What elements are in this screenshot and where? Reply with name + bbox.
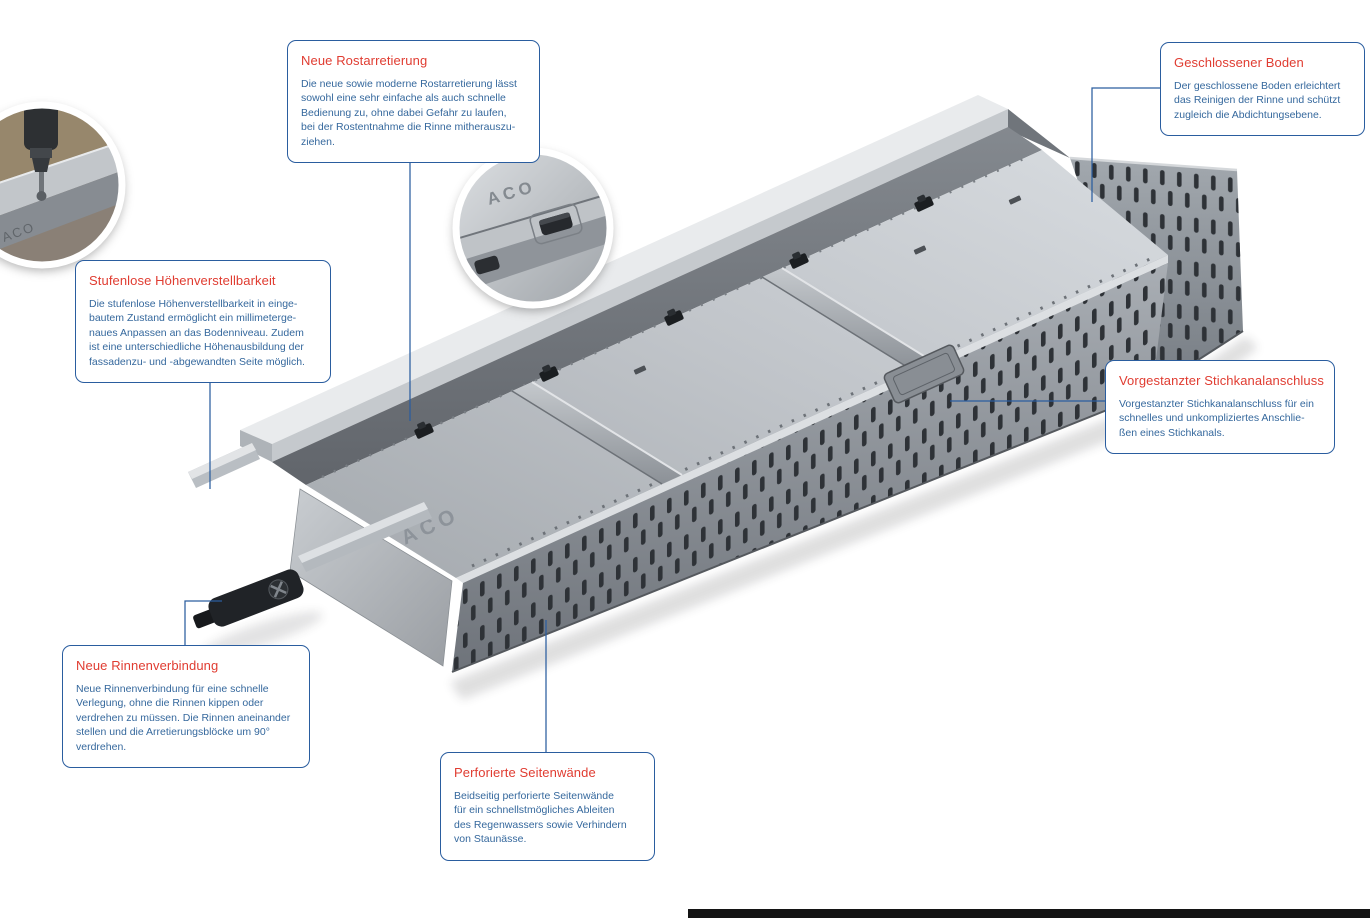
front-flange [456, 255, 1168, 583]
callout-body: Vorgestanzter Stichkanalanschluss für ei… [1119, 398, 1314, 439]
crossbar-1 [511, 381, 683, 485]
callout-hoehenverstellbarkeit: Stufenlose Höhenverstellbarkeit Die stuf… [75, 260, 331, 384]
callout-rinnenverbindung: Neue Rinnenverbindung Neue Rinnenverbind… [62, 645, 310, 769]
drainage-channel-render: ACO [188, 95, 1258, 700]
callout-body: Die stufenlose Höhenverstellbarkeit in e… [89, 298, 305, 368]
drill-icon [24, 107, 58, 201]
knockout-stichkanal [883, 344, 965, 404]
grate-locking-clips [414, 194, 934, 439]
slot-icon-secondary [474, 255, 500, 275]
channel-floor: ACO [306, 150, 1168, 578]
callout-title: Neue Rostarretierung [301, 53, 428, 68]
floor-hole [633, 365, 647, 375]
inset-drill-photo: ACO [0, 101, 126, 269]
left-end-face [289, 488, 453, 667]
footer-bar [688, 909, 1370, 918]
leader-geschlossener-boden [1091, 87, 1160, 202]
callout-rostarretierung: Neue Rostarretierung Die neue sowie mode… [287, 40, 540, 164]
leader-rinnenverbindung [184, 600, 222, 645]
crossbar-2 [761, 267, 933, 371]
edge-rail-stub-front [298, 502, 432, 572]
floor-hole [1008, 195, 1022, 205]
grate-rail [240, 95, 1008, 462]
callout-title: Geschlossener Boden [1174, 55, 1304, 70]
locking-slot-icon [529, 203, 583, 245]
callout-body: Die neue sowie moderne Rostarretierung l… [301, 78, 517, 148]
connector-block [193, 569, 304, 629]
callout-stichkanalanschluss: Vorgestanzter Stichkanalanschluss Vorges… [1105, 360, 1335, 455]
channel-shadow [450, 336, 1258, 700]
callout-title: Perforierte Seitenwände [454, 765, 596, 780]
callout-title: Vorgestanzter Stichkanalanschluss [1119, 373, 1324, 388]
floor-hole [913, 245, 927, 255]
callout-body: Neue Rinnenverbindung für eine schnelle … [76, 683, 291, 753]
side-wall-perforated [451, 263, 1168, 673]
callout-body: Beidseitig perforierte Seitenwände für e… [454, 790, 627, 846]
corner-step [1008, 109, 1070, 158]
leader-lines [184, 87, 1160, 752]
inset-detail-photo: ACO [452, 147, 614, 309]
callout-title: Stufenlose Höhenverstellbarkeit [89, 273, 276, 288]
callout-geschlossener-boden: Geschlossener Boden Der geschlossene Bod… [1160, 42, 1365, 137]
edge-rail-stub-back [188, 443, 260, 488]
callout-perforierte-seitenwaende: Perforierte Seitenwände Beidseitig perfo… [440, 752, 655, 861]
callout-title: Neue Rinnenverbindung [76, 658, 219, 673]
callout-body: Der geschlossene Boden erleichtert das R… [1174, 80, 1341, 121]
inner-back-wall [272, 127, 1042, 485]
